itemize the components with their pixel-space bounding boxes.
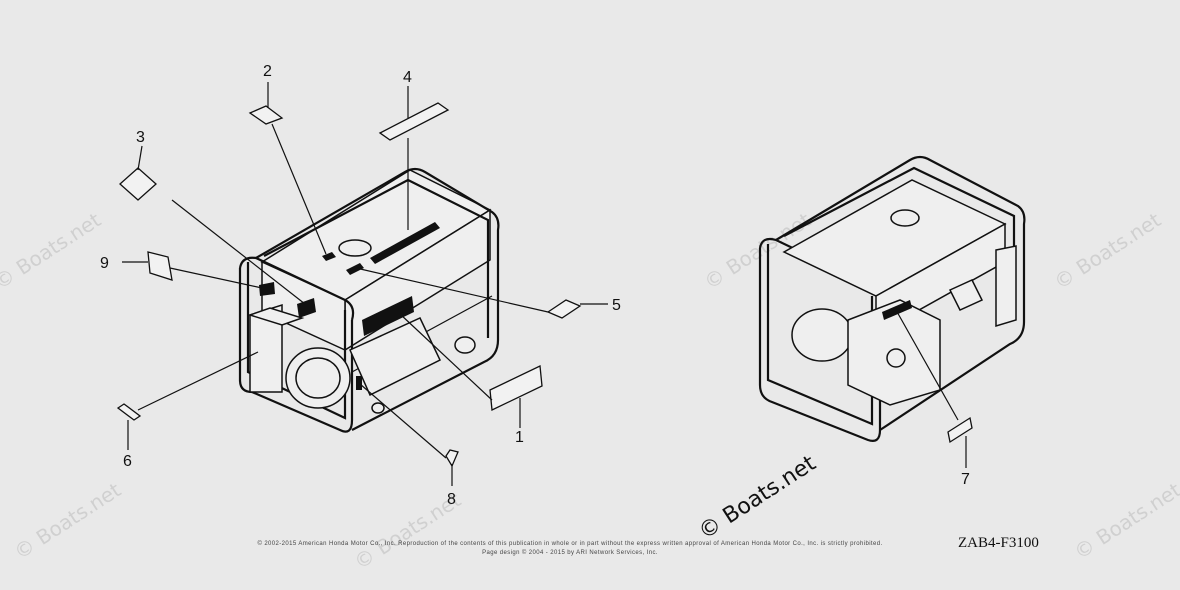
frame-front — [758, 248, 882, 442]
leader-lines — [122, 82, 967, 486]
label-part-1 — [489, 365, 543, 411]
copyright-line: © 2002-2015 American Honda Motor Co., In… — [257, 541, 883, 547]
label-part-8 — [445, 449, 459, 468]
decal-band — [370, 222, 440, 264]
watermark: © Boats.net — [10, 478, 126, 565]
control-box-top — [247, 307, 305, 326]
air-filter — [948, 279, 984, 311]
decal-panel — [362, 296, 414, 336]
label-part-7 — [947, 416, 973, 444]
label-part-3 — [119, 167, 157, 201]
decal-small — [259, 282, 275, 296]
callout-number: 4 — [403, 69, 412, 86]
decal-small — [346, 263, 364, 275]
knob — [886, 348, 906, 368]
generator-rear-view — [758, 155, 1026, 442]
decal-small — [356, 376, 362, 390]
label-part-6 — [116, 403, 142, 421]
frame-top-right — [255, 167, 500, 431]
callout-number: 2 — [263, 63, 272, 80]
watermark: © Boats.net — [1050, 208, 1166, 295]
label-part-4 — [378, 102, 450, 141]
callout-number: 1 — [515, 429, 524, 446]
frame-inner-right — [263, 178, 490, 338]
watermark: © Boats.net — [1070, 478, 1180, 565]
engine-block — [349, 317, 441, 397]
watermark: © Boats.net — [0, 208, 105, 295]
callout-number: 3 — [136, 129, 145, 146]
generator-end — [791, 308, 853, 362]
decal-small — [297, 298, 316, 318]
callout-number: 7 — [961, 471, 970, 488]
frame-top-right — [775, 155, 1026, 431]
generator-front-view — [238, 167, 500, 433]
recoil-inner — [295, 357, 341, 399]
callout-number: 9 — [100, 255, 109, 272]
label-part-9 — [147, 251, 173, 281]
callout-number: 8 — [447, 491, 456, 508]
decal-band — [882, 300, 912, 320]
fuel-cap — [338, 239, 372, 257]
side-panel — [995, 245, 1017, 328]
label-part-5 — [546, 299, 582, 319]
fuel-cap — [890, 209, 920, 227]
decal-small — [322, 252, 336, 261]
copyright-line: Page design © 2004 - 2015 by ARI Network… — [482, 550, 658, 556]
muffler-end — [454, 336, 476, 354]
diagram-code: ZAB4-F3100 — [958, 535, 1039, 551]
label-part-2 — [248, 105, 284, 125]
frame-top-front — [238, 256, 355, 321]
callout-number: 6 — [123, 453, 132, 470]
callout-number: 5 — [612, 297, 621, 314]
engine-fitting — [371, 402, 385, 414]
frame-front-left — [238, 268, 354, 433]
copyright-notice: © 2002-2015 American Honda Motor Co., In… — [170, 540, 970, 558]
